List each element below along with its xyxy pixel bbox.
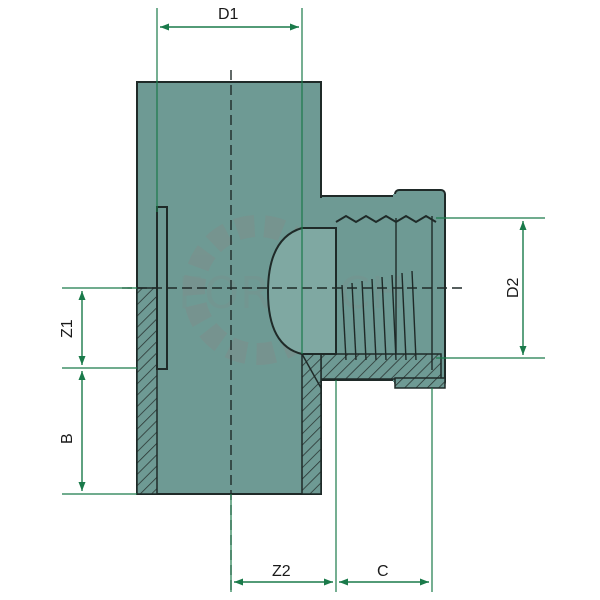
branch-floor-section [320, 353, 442, 380]
sleeve-lip-section [394, 377, 446, 389]
centerlines [122, 70, 462, 590]
z1-label: Z1 [59, 319, 76, 338]
hatched-sections [136, 287, 446, 495]
c-label: C [377, 563, 389, 580]
b-label: B [59, 433, 76, 444]
thread-lines [335, 216, 433, 370]
z2-label: Z2 [272, 563, 291, 580]
thread-top [335, 214, 437, 224]
extension-lines [62, 8, 545, 592]
dimension-lines [78, 23, 527, 586]
d2-label: D2 [505, 277, 522, 298]
d1-label: D1 [218, 6, 239, 23]
left-wall-section [136, 287, 158, 495]
